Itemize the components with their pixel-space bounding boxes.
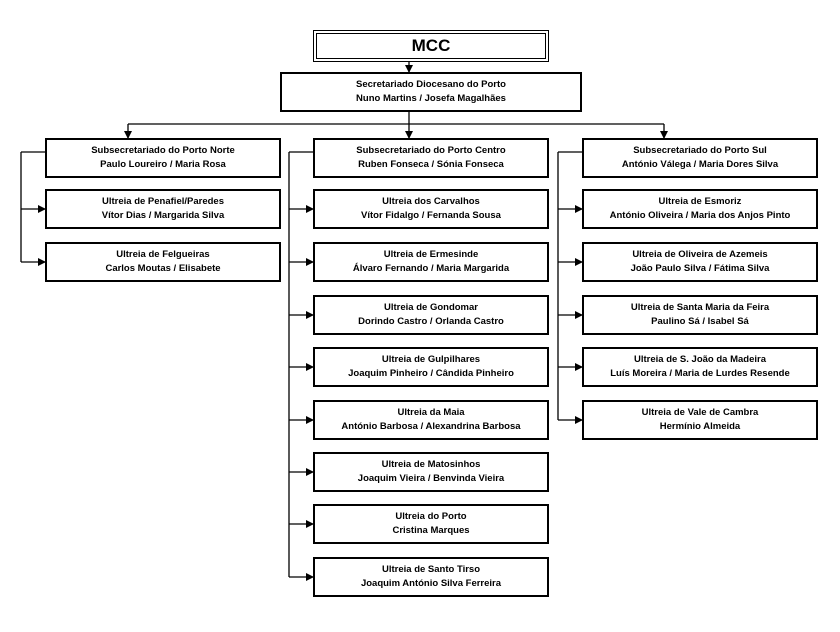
subsecretariat-title: Subsecretariado do Porto Sul <box>633 145 767 156</box>
ultreia-node: Ultreia de S. João da Madeira Luís Morei… <box>582 347 818 387</box>
subsecretariat-title: Subsecretariado do Porto Centro <box>356 145 506 156</box>
ultreia-people: António Barbosa / Alexandrina Barbosa <box>341 421 521 432</box>
ultreia-title: Ultreia de Vale de Cambra <box>641 407 759 418</box>
ultreia-people: Joaquim Pinheiro / Cândida Pinheiro <box>348 368 514 379</box>
secretariat-node: Secretariado Diocesano do Porto Nuno Mar… <box>280 72 582 112</box>
ultreia-title: Ultreia de S. João da Madeira <box>634 354 766 365</box>
ultreia-title: Ultreia de Felgueiras <box>116 249 210 260</box>
ultreia-node: Ultreia de Vale de Cambra Hermínio Almei… <box>582 400 818 440</box>
ultreia-title: Ultreia de Santa Maria da Feira <box>630 302 770 313</box>
ultreia-title: Ultreia de Santo Tirso <box>381 564 480 575</box>
ultreia-title: Ultreia de Esmoriz <box>658 196 742 207</box>
ultreia-people: Joaquim Vieira / Benvinda Vieira <box>357 473 505 484</box>
secretariat-title: Secretariado Diocesano do Porto <box>356 79 506 90</box>
ultreia-title: Ultreia do Porto <box>395 511 467 522</box>
ultreia-people: Joaquim António Silva Ferreira <box>360 578 502 589</box>
ultreia-node: Ultreia de Santa Maria da Feira Paulino … <box>582 295 818 335</box>
ultreia-people: Vítor Fidalgo / Fernanda Sousa <box>361 210 501 221</box>
ultreia-node: Ultreia de Esmoriz António Oliveira / Ma… <box>582 189 818 229</box>
ultreia-people: António Oliveira / Maria dos Anjos Pinto <box>609 210 791 221</box>
subsecretariat-norte: Subsecretariado do Porto Norte Paulo Lou… <box>45 138 281 178</box>
ultreia-node: Ultreia de Felgueiras Carlos Moutas / El… <box>45 242 281 282</box>
ultreia-node: Ultreia de Gondomar Dorindo Castro / Orl… <box>313 295 549 335</box>
ultreia-people: Carlos Moutas / Elisabete <box>105 263 221 274</box>
ultreia-people: Álvaro Fernando / Maria Margarida <box>352 263 510 274</box>
subsecretariat-people: Paulo Loureiro / Maria Rosa <box>100 159 226 170</box>
subsecretariat-centro: Subsecretariado do Porto Centro Ruben Fo… <box>313 138 549 178</box>
ultreia-title: Ultreia de Gondomar <box>384 302 478 313</box>
ultreia-title: Ultreia da Maia <box>397 407 465 418</box>
subsecretariat-title: Subsecretariado do Porto Norte <box>91 145 235 156</box>
ultreia-people: Dorindo Castro / Orlanda Castro <box>358 316 504 327</box>
ultreia-title: Ultreia de Penafiel/Paredes <box>102 196 224 207</box>
ultreia-title: Ultreia de Matosinhos <box>381 459 481 470</box>
ultreia-people: Hermínio Almeida <box>659 421 741 432</box>
ultreia-node: Ultreia dos Carvalhos Vítor Fidalgo / Fe… <box>313 189 549 229</box>
ultreia-people: Cristina Marques <box>392 525 470 536</box>
root-title: MCC <box>411 36 451 55</box>
ultreia-title: Ultreia de Gulpilhares <box>381 354 481 365</box>
ultreia-people: João Paulo Silva / Fátima Silva <box>630 263 770 274</box>
ultreia-node: Ultreia de Matosinhos Joaquim Vieira / B… <box>313 452 549 492</box>
ultreia-node: Ultreia de Penafiel/Paredes Vítor Dias /… <box>45 189 281 229</box>
ultreia-people: Vítor Dias / Margarida Silva <box>101 210 225 221</box>
ultreia-title: Ultreia dos Carvalhos <box>382 196 480 207</box>
ultreia-people: Luís Moreira / Maria de Lurdes Resende <box>610 368 790 379</box>
root-node: MCC <box>313 30 549 62</box>
secretariat-people: Nuno Martins / Josefa Magalhães <box>356 93 506 104</box>
ultreia-node: Ultreia de Oliveira de Azemeis João Paul… <box>582 242 818 282</box>
ultreia-node: Ultreia do Porto Cristina Marques <box>313 504 549 544</box>
ultreia-people: Paulino Sá / Isabel Sá <box>651 316 749 327</box>
subsecretariat-sul: Subsecretariado do Porto Sul António Vál… <box>582 138 818 178</box>
ultreia-node: Ultreia da Maia António Barbosa / Alexan… <box>313 400 549 440</box>
ultreia-title: Ultreia de Oliveira de Azemeis <box>632 249 768 260</box>
subsecretariat-people: António Válega / Maria Dores Silva <box>621 159 779 170</box>
ultreia-node: Ultreia de Gulpilhares Joaquim Pinheiro … <box>313 347 549 387</box>
subsecretariat-people: Ruben Fonseca / Sónia Fonseca <box>358 159 504 170</box>
ultreia-node: Ultreia de Ermesinde Álvaro Fernando / M… <box>313 242 549 282</box>
ultreia-node: Ultreia de Santo Tirso Joaquim António S… <box>313 557 549 597</box>
ultreia-title: Ultreia de Ermesinde <box>383 249 479 260</box>
